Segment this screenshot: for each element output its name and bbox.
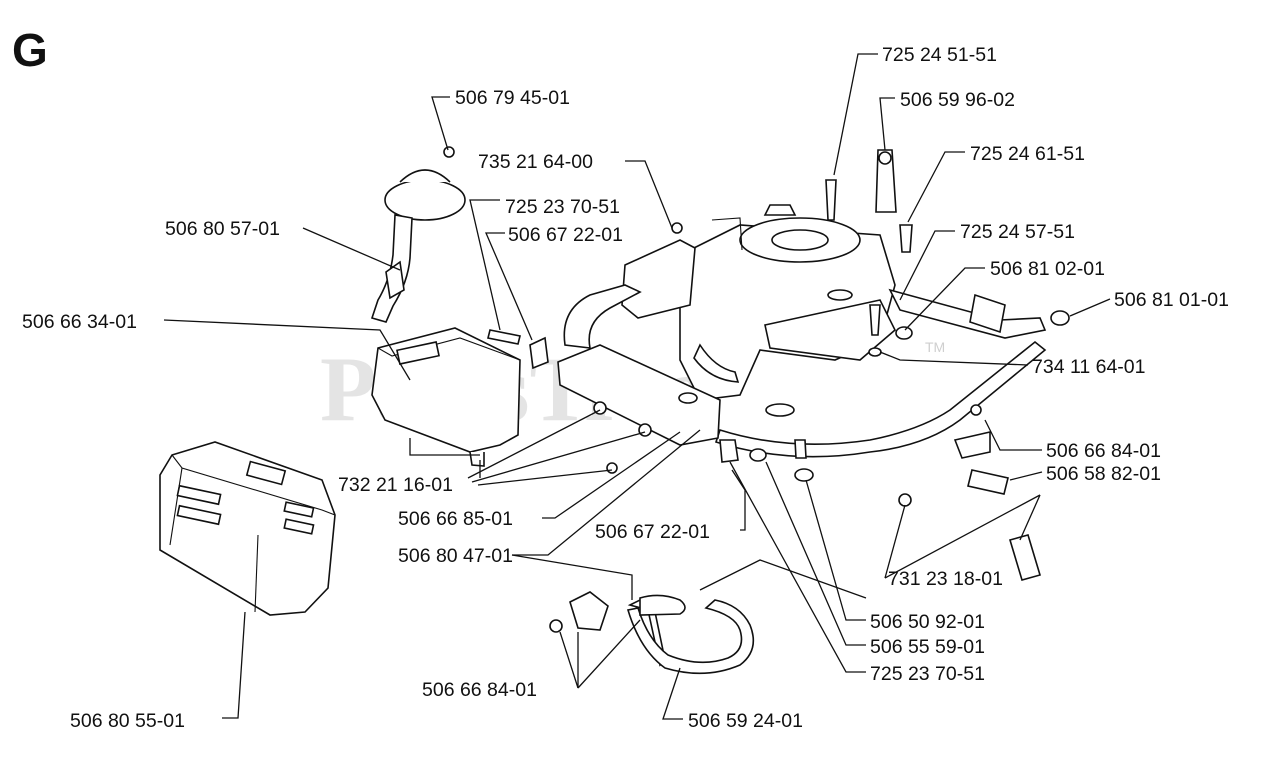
engine-part (679, 204, 896, 417)
engine-bracket-part (621, 217, 743, 319)
part-label-506-81-01-01[interactable]: 506 81 01-01 (1114, 289, 1229, 311)
part-label-506-66-34-01[interactable]: 506 66 34-01 (22, 311, 137, 333)
part-label-506-80-57-01[interactable]: 506 80 57-01 (165, 218, 280, 240)
part-label-506-55-59-01[interactable]: 506 55 59-01 (870, 636, 985, 658)
part-label-725-24-57-51[interactable]: 725 24 57-51 (960, 221, 1075, 243)
mounting-plate-part (529, 336, 721, 446)
part-label-731-23-18-01[interactable]: 731 23 18-01 (888, 568, 1003, 590)
muffler-guard-part (159, 441, 336, 616)
part-label-506-80-47-01[interactable]: 506 80 47-01 (398, 545, 513, 567)
part-label-725-23-70-51-bottom[interactable]: 725 23 70-51 (870, 663, 985, 685)
part-label-506-58-82-01[interactable]: 506 58 82-01 (1046, 463, 1161, 485)
leader-lines (163, 53, 1111, 720)
part-label-725-24-61-51[interactable]: 725 24 61-51 (970, 143, 1085, 165)
frame-part (563, 284, 1070, 458)
fuel-hose-part (549, 591, 755, 675)
part-label-506-81-02-01[interactable]: 506 81 02-01 (990, 258, 1105, 280)
muffler-part (371, 327, 521, 467)
part-labels: 506 79 45-01 506 80 57-01 735 21 64-00 7… (22, 44, 1229, 732)
part-label-735-21-64-00[interactable]: 735 21 64-00 (478, 151, 593, 173)
part-label-732-21-16-01[interactable]: 732 21 16-01 (338, 474, 453, 496)
part-label-506-67-22-01-top[interactable]: 506 67 22-01 (508, 224, 623, 246)
section-letter: G (12, 24, 48, 76)
part-label-506-79-45-01[interactable]: 506 79 45-01 (455, 87, 570, 109)
exhaust-pipe-part (370, 169, 466, 323)
part-label-506-66-84-01-bottom[interactable]: 506 66 84-01 (422, 679, 537, 701)
part-label-506-59-96-02[interactable]: 506 59 96-02 (900, 89, 1015, 111)
part-label-734-11-64-01[interactable]: 734 11 64-01 (1032, 356, 1146, 378)
part-label-506-66-85-01[interactable]: 506 66 85-01 (398, 508, 513, 530)
part-label-725-23-70-51-top[interactable]: 725 23 70-51 (505, 196, 620, 218)
part-label-725-24-51-51[interactable]: 725 24 51-51 (882, 44, 997, 66)
part-label-506-50-92-01[interactable]: 506 50 92-01 (870, 611, 985, 633)
small-hardware-parts (443, 146, 1042, 581)
part-label-506-80-55-01[interactable]: 506 80 55-01 (70, 710, 185, 732)
part-label-506-59-24-01[interactable]: 506 59 24-01 (688, 710, 803, 732)
part-label-506-66-84-01-right[interactable]: 506 66 84-01 (1046, 440, 1161, 462)
part-label-506-67-22-01-bottom[interactable]: 506 67 22-01 (595, 521, 710, 543)
watermark-tm: TM (925, 339, 945, 355)
